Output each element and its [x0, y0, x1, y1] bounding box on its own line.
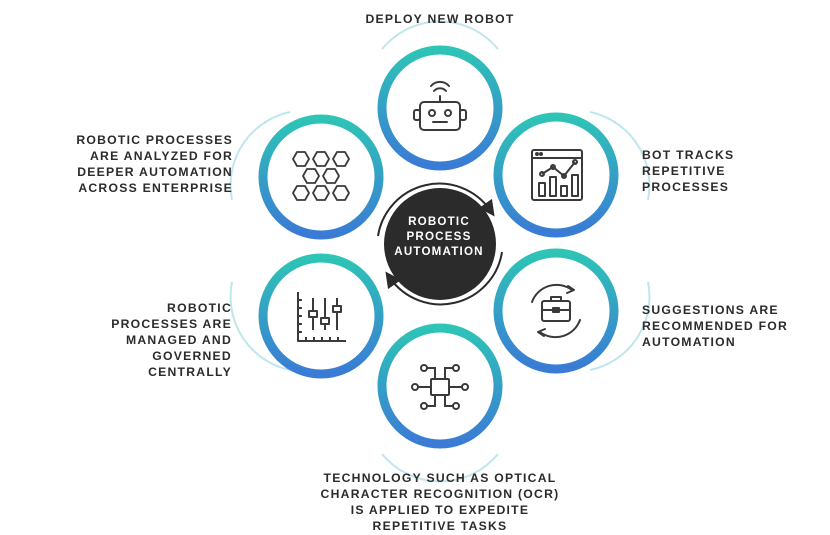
label-line: MANAGED AND [125, 333, 232, 347]
center-line: AUTOMATION [394, 245, 484, 258]
step-analyzed [258, 114, 384, 240]
label-line: IS APPLIED TO EXPEDITE [350, 503, 530, 517]
label-line: PROCESSES [642, 180, 730, 194]
cycle-arrow-bottom [385, 251, 503, 306]
label-suggest: SUGGESTIONS ARE RECOMMENDED FOR AUTOMATI… [642, 302, 788, 350]
label-line: REPETITIVE [642, 164, 726, 178]
cycle-arrow-top [377, 182, 495, 237]
label-managed: ROBOTIC PROCESSES ARE MANAGED AND GOVERN… [60, 300, 232, 380]
step-ring [258, 114, 384, 240]
label-line: ARE ANALYZED FOR [89, 149, 233, 163]
center-title: ROBOTIC PROCESS AUTOMATION [380, 214, 498, 259]
center-line: PROCESS [406, 230, 472, 243]
step-tracks [493, 112, 619, 238]
label-line: REPETITIVE TASKS [372, 519, 508, 533]
label-line: RECOMMENDED FOR [642, 319, 789, 333]
step-deploy [377, 45, 503, 171]
label-analyzed: ROBOTIC PROCESSES ARE ANALYZED FOR DEEPE… [20, 132, 233, 196]
label-tracks: BOT TRACKS REPETITIVE PROCESSES [642, 147, 734, 195]
label-line: CHARACTER RECOGNITION (OCR) [320, 487, 560, 501]
step-suggest [493, 248, 619, 374]
sliders-icon [297, 292, 346, 342]
label-line: CENTRALLY [148, 365, 232, 379]
label-line: GOVERNED [152, 349, 232, 363]
label-line: DEEPER AUTOMATION [77, 165, 233, 179]
label-line: ACROSS ENTERPRISE [78, 181, 233, 195]
decorative-arcs [229, 20, 651, 483]
center-circle [384, 188, 496, 300]
center-hub [377, 182, 503, 306]
label-line: PROCESSES ARE [111, 317, 232, 331]
chart-icon [531, 149, 583, 201]
step-ocr [377, 323, 503, 449]
robot-icon [413, 80, 467, 131]
label-line: TECHNOLOGY SUCH AS OPTICAL [323, 471, 557, 485]
hexagons-icon [292, 151, 350, 201]
step-managed [258, 253, 384, 379]
step-ring [493, 112, 619, 238]
center-line: ROBOTIC [408, 215, 470, 228]
step-ring [377, 323, 503, 449]
label-line: ROBOTIC [167, 301, 232, 315]
label-line: BOT TRACKS [642, 148, 735, 162]
step-ring [258, 253, 384, 379]
label-line: DEPLOY NEW ROBOT [365, 12, 515, 26]
label-line: SUGGESTIONS ARE [642, 303, 779, 317]
step-ring [377, 45, 503, 171]
label-line: ROBOTIC PROCESSES [76, 133, 233, 147]
label-ocr: TECHNOLOGY SUCH AS OPTICAL CHARACTER REC… [290, 470, 590, 534]
network-icon [411, 364, 469, 410]
label-deploy: DEPLOY NEW ROBOT [340, 11, 540, 27]
label-line: AUTOMATION [642, 335, 736, 349]
briefcase-icon [531, 283, 581, 339]
